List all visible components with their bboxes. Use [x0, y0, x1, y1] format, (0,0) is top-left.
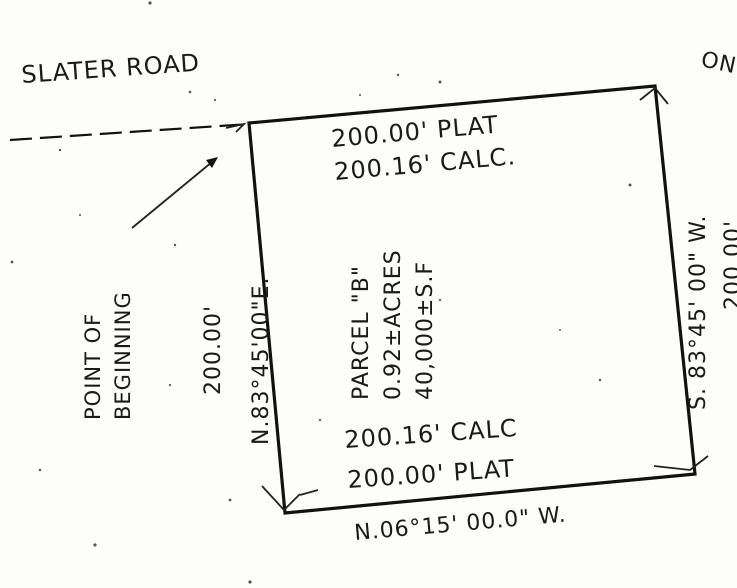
south-bearing: N.06°15' 00.0" W. [353, 503, 567, 546]
east-bearing: S. 83°45' 00" W. [686, 215, 711, 410]
south-plat-distance: 200.00' PLAT [346, 454, 515, 494]
parcel-area-sf: 40,000±S.F [413, 261, 438, 400]
pob-label-line2: BEGINNING [111, 291, 135, 420]
corner-ticks [225, 86, 709, 512]
road-centerline [9, 122, 251, 142]
parcel-boundary [247, 84, 697, 515]
east-distance: 200.00' [721, 220, 737, 310]
parcel-area-acres: 0.92±ACRES [381, 249, 406, 400]
scan-noise [10, 1, 632, 584]
parcel-name: PARCEL "B" [349, 265, 374, 400]
road-name: SLATER ROAD [20, 49, 200, 89]
south-calc-distance: 200.16' CALC [343, 414, 518, 454]
road-name-cut: ON [699, 47, 737, 79]
west-distance: 200.00' [201, 305, 226, 395]
pob-label-line1: POINT OF [81, 313, 105, 420]
pob-leader-arrow [131, 157, 218, 229]
west-bearing: N.83°45'00"E. [249, 277, 274, 446]
